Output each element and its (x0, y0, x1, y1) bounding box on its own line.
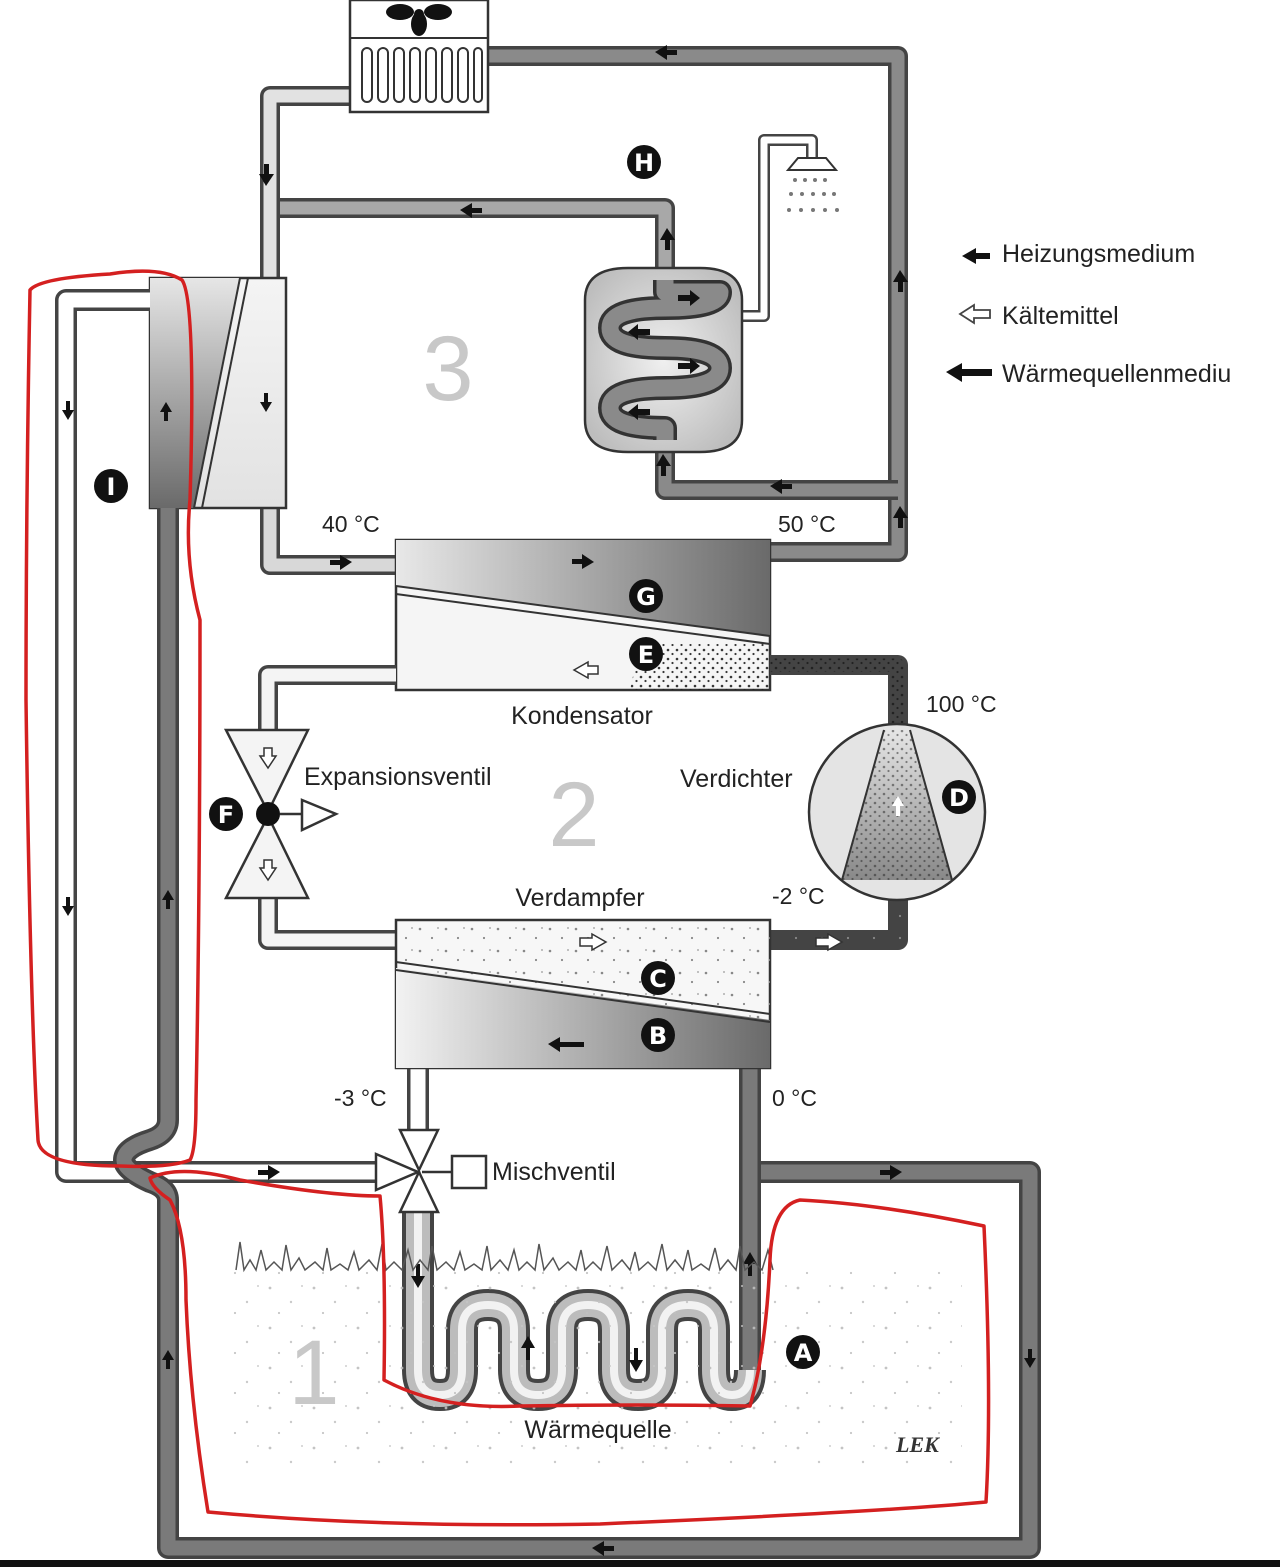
radiator-icon (361, 47, 483, 103)
temp-heating-flow: 50 °C (778, 511, 836, 537)
legend-heat-source-medium: Wärmequellenmediu (946, 360, 1231, 388)
badge-g: G (629, 579, 663, 613)
expansion-valve-label: Expansionsventil (304, 763, 492, 791)
fan-unit (348, 0, 490, 114)
fan-icon (386, 4, 452, 36)
svg-text:C: C (649, 965, 667, 993)
refrigerant-circuit (258, 655, 908, 950)
plate-heat-exchanger (148, 276, 288, 510)
ground (232, 1241, 962, 1470)
badge-i: I (94, 469, 128, 503)
red-annotation (24, 269, 991, 1527)
zone-1-label: 1 (288, 1322, 339, 1424)
bottom-edge (0, 1560, 1280, 1567)
mixing-valve-label: Mischventil (492, 1158, 616, 1186)
lek-logo: LEK (895, 1432, 940, 1457)
badge-a: A (786, 1335, 820, 1369)
badges: A B C D E F G H I (94, 145, 976, 1369)
legend-refrigerant: Kältemittel (958, 302, 1119, 330)
svg-text:E: E (638, 641, 654, 669)
temp-source-in: 0 °C (772, 1085, 817, 1111)
badge-b: B (641, 1018, 675, 1052)
badge-f: F (209, 797, 243, 831)
badge-c: C (641, 961, 675, 995)
temp-source-out: -3 °C (334, 1085, 387, 1111)
svg-text:Kältemittel: Kältemittel (1002, 302, 1119, 330)
svg-text:H: H (634, 149, 654, 177)
legend-heating-medium: Heizungsmedium (962, 240, 1195, 268)
condenser-label: Kondensator (511, 702, 653, 730)
svg-text:B: B (649, 1022, 667, 1050)
badge-d: D (942, 780, 976, 814)
temp-heating-return: 40 °C (322, 511, 380, 537)
condenser (394, 538, 772, 692)
flow-arrow-icon (946, 363, 992, 382)
flow-arrow-icon (962, 248, 990, 264)
heating-circuit (259, 0, 908, 575)
heat-source-label: Wärmequelle (524, 1416, 671, 1444)
shower-icon (785, 157, 839, 212)
evaporator (394, 918, 844, 1070)
temp-compressor-out: 100 °C (926, 691, 997, 717)
svg-text:G: G (636, 583, 656, 611)
svg-text:Heizungsmedium: Heizungsmedium (1002, 240, 1195, 268)
legend: Heizungsmedium Kältemittel Wärmequellenm… (946, 240, 1231, 388)
svg-text:I: I (107, 473, 116, 501)
zone-2-label: 2 (548, 764, 599, 866)
mixing-valve[interactable] (374, 1128, 488, 1214)
refrigerant-arrow-icon (958, 303, 991, 325)
badge-e: E (629, 637, 663, 671)
svg-text:F: F (218, 801, 234, 829)
svg-text:Wärmequellenmediu: Wärmequellenmediu (1002, 360, 1231, 388)
evaporator-label: Verdampfer (515, 884, 644, 912)
flow-arrow-icon (259, 45, 908, 570)
compressor (807, 722, 987, 902)
badge-h: H (627, 145, 661, 179)
svg-text:A: A (794, 1339, 813, 1367)
temp-evaporator-out: -2 °C (772, 883, 825, 909)
svg-text:D: D (949, 784, 969, 812)
hot-water-tank (583, 266, 744, 454)
zone-3-label: 3 (422, 318, 473, 420)
compressor-label: Verdichter (680, 765, 793, 793)
expansion-valve[interactable] (223, 728, 340, 900)
